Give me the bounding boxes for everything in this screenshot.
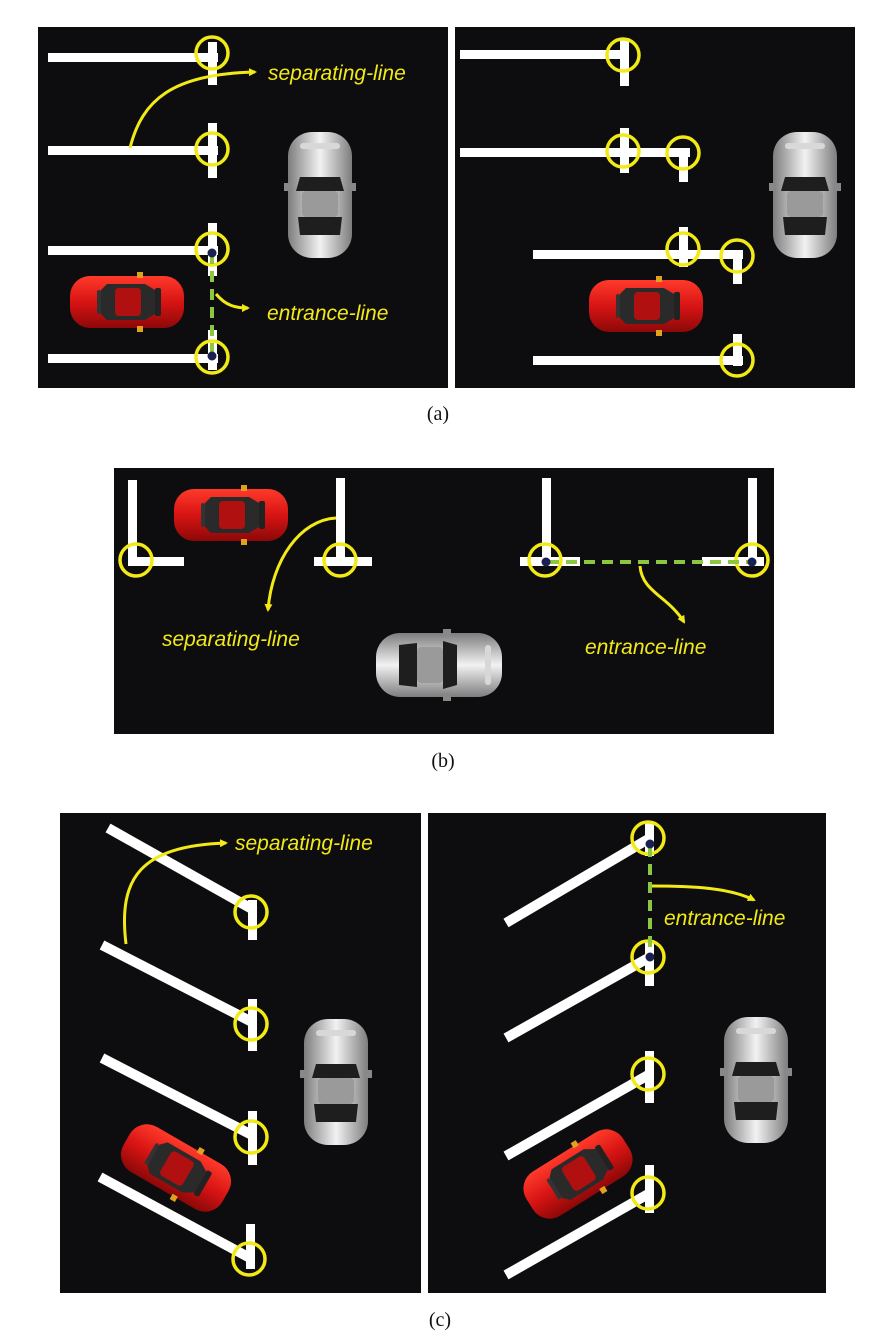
junction-markers-a-right <box>605 37 755 378</box>
slot-lines-c-right <box>503 833 653 1280</box>
silver-car-c-left <box>300 1019 372 1145</box>
entrance-point-a-bottom <box>207 351 217 361</box>
slot-stubs-c-left <box>246 900 257 1269</box>
junction-markers-c-left <box>231 894 269 1277</box>
panel-c-divider <box>421 813 428 1293</box>
silver-car-b <box>376 629 502 701</box>
caption-a: (a) <box>427 403 449 425</box>
slot-lines-c-left <box>97 823 255 1263</box>
entrance-point-b-right <box>747 557 757 567</box>
separating-label-a: separating-line <box>268 62 406 85</box>
red-car-a-right <box>589 276 703 336</box>
entrance-arrow-a <box>214 293 250 312</box>
red-car-b <box>174 485 288 545</box>
separating-arrow-a <box>128 68 257 149</box>
red-car-a-left <box>70 272 184 332</box>
separating-label-c: separating-line <box>235 832 373 855</box>
entrance-point-c-bottom <box>645 952 655 962</box>
entrance-label-c: entrance-line <box>664 907 785 930</box>
entrance-arrow-c <box>651 884 756 902</box>
separating-arrow-c <box>123 839 228 945</box>
caption-b: (b) <box>431 750 454 772</box>
slot-stubs-c-right <box>645 822 654 1213</box>
entrance-label-a: entrance-line <box>267 302 388 325</box>
separating-arrow-b <box>264 516 337 612</box>
junction-markers-a-left <box>194 35 230 375</box>
entrance-arrow-b <box>638 565 686 624</box>
silver-car-a-left <box>284 132 356 258</box>
entrance-point-b-left <box>541 557 551 567</box>
entrance-label-b: entrance-line <box>585 636 706 659</box>
separating-label-b: separating-line <box>162 628 300 651</box>
caption-c: (c) <box>429 1309 451 1331</box>
entrance-point-a-top <box>207 248 217 258</box>
panel-a-divider <box>448 27 455 388</box>
silver-car-c-right <box>720 1017 792 1143</box>
slot-lines-a-right <box>460 38 743 366</box>
entrance-point-c-top <box>645 839 655 849</box>
silver-car-a-right <box>769 132 841 258</box>
